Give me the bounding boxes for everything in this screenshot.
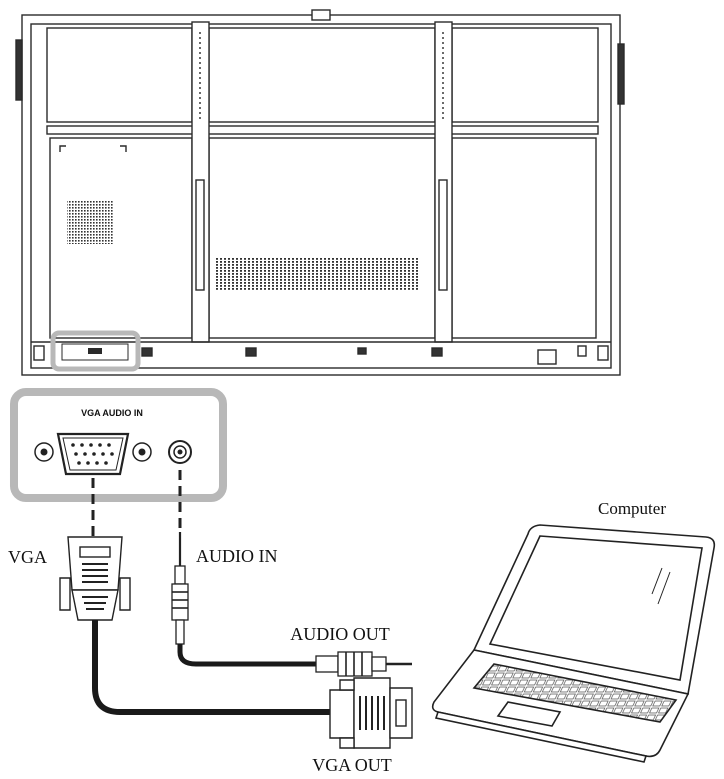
port-panel-title: VGA AUDIO IN bbox=[81, 408, 143, 418]
left-handle bbox=[15, 39, 23, 101]
vga-label: VGA bbox=[8, 547, 47, 567]
display-back-panel bbox=[15, 9, 625, 376]
vga-cable bbox=[92, 620, 330, 715]
vga-out-plug-icon bbox=[329, 677, 413, 749]
computer-label: Computer bbox=[598, 499, 666, 518]
laptop-keyboard bbox=[472, 663, 678, 723]
audio-plug-icon bbox=[171, 532, 189, 645]
audio-out-label: AUDIO OUT bbox=[290, 624, 389, 644]
vga-out-label: VGA OUT bbox=[312, 755, 392, 775]
audio-in-label: AUDIO IN bbox=[196, 546, 277, 566]
laptop-touchpad bbox=[496, 701, 562, 727]
display-speaker-grill bbox=[216, 258, 419, 290]
connector-highlight-box bbox=[50, 330, 141, 372]
right-handle bbox=[617, 43, 625, 105]
display-vent bbox=[67, 200, 113, 244]
vga-port bbox=[34, 432, 152, 476]
audio-out-plug-icon bbox=[315, 651, 412, 677]
top-handle bbox=[311, 9, 331, 21]
vga-plug-icon bbox=[59, 536, 131, 621]
audio-cable bbox=[177, 644, 316, 667]
port-panel-zoom: VGA AUDIO IN bbox=[10, 388, 227, 502]
laptop-computer-icon bbox=[431, 524, 716, 763]
audio-in-jack bbox=[168, 440, 192, 464]
